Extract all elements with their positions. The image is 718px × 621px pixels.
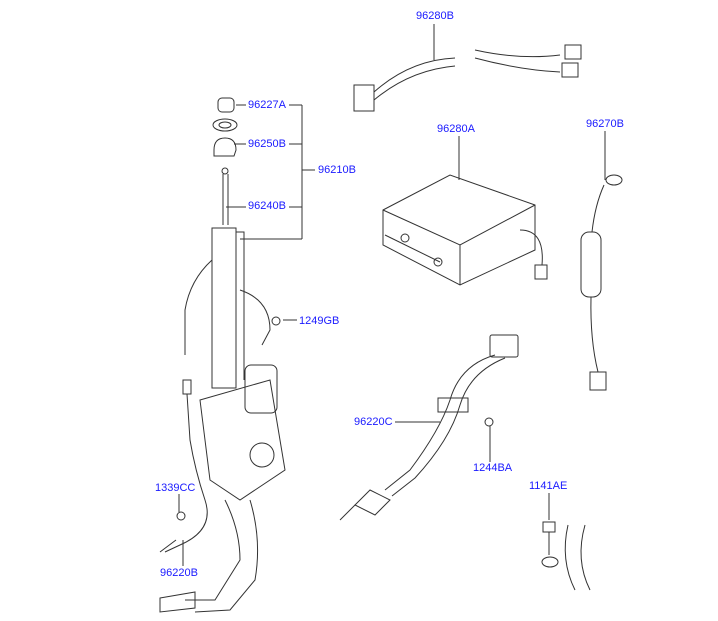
part-label-1141AE[interactable]: 1141AE xyxy=(529,480,568,492)
part-label-96280B[interactable]: 96280B xyxy=(416,10,454,22)
part-label-96250B[interactable]: 96250B xyxy=(248,138,286,150)
cable-96220C xyxy=(339,334,519,521)
harness-96280B xyxy=(353,44,582,112)
part-label-1339CC[interactable]: 1339CC xyxy=(155,482,196,494)
amplifier-module-96280A xyxy=(382,174,548,286)
antenna-cap-parts xyxy=(212,97,238,157)
part-label-96240B[interactable]: 96240B xyxy=(248,200,286,212)
part-label-1244BA[interactable]: 1244BA xyxy=(473,462,513,474)
part-label-96270B[interactable]: 96270B xyxy=(586,118,624,130)
bolt-1141AE xyxy=(541,521,591,591)
antenna-mast xyxy=(159,167,286,613)
part-label-96210B[interactable]: 96210B xyxy=(318,164,356,176)
cable-96270B xyxy=(580,174,623,391)
leader-lines xyxy=(178,24,606,566)
part-label-96227A[interactable]: 96227A xyxy=(248,99,286,111)
part-label-1249GB[interactable]: 1249GB xyxy=(299,315,340,327)
part-label-96280A[interactable]: 96280A xyxy=(437,123,475,135)
part-label-96220B[interactable]: 96220B xyxy=(160,567,198,579)
part-label-96220C[interactable]: 96220C xyxy=(354,416,393,428)
